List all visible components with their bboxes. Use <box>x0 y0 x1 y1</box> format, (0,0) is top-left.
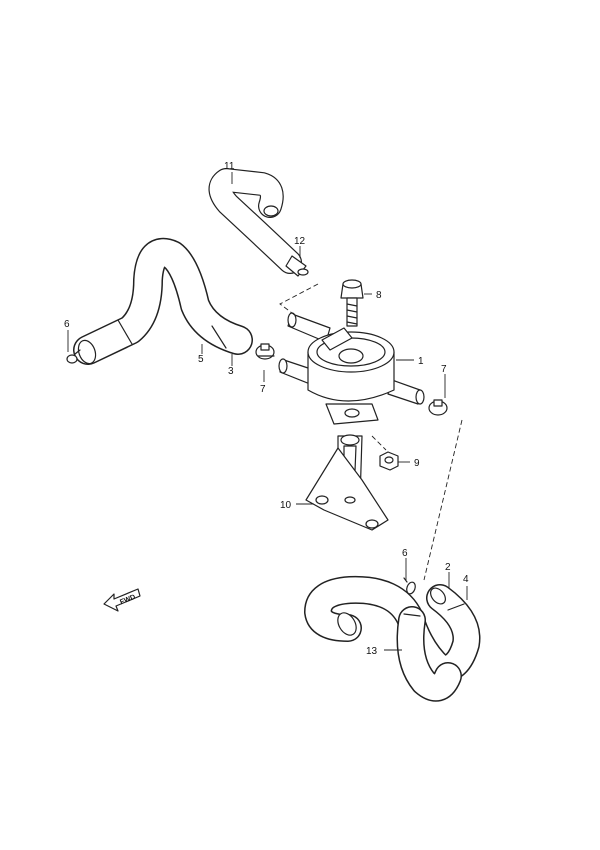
callout-9: 9 <box>414 458 420 469</box>
callout-12: 12 <box>294 236 306 247</box>
callout-3: 3 <box>228 366 234 377</box>
connector-12 <box>285 255 309 277</box>
clamp-6-lower <box>403 577 416 595</box>
callout-7-right: 7 <box>441 364 447 375</box>
hose-11 <box>208 168 302 274</box>
callout-8: 8 <box>376 290 382 301</box>
nut-9 <box>379 451 399 471</box>
callout-7-left: 7 <box>260 384 266 395</box>
callout-10: 10 <box>280 500 292 511</box>
callout-2: 2 <box>445 562 451 573</box>
clamp-7-left <box>255 343 275 360</box>
bracket-10 <box>305 434 389 531</box>
callout-5: 5 <box>198 354 204 365</box>
hose-13 <box>304 575 481 702</box>
callout-6-lower: 6 <box>402 548 408 559</box>
hose-5 <box>73 237 253 365</box>
callout-1: 1 <box>418 356 424 367</box>
callout-labels: 11 12 8 1 7 6 5 3 7 9 10 6 2 4 13 <box>64 161 469 657</box>
assembly-lines <box>279 283 463 581</box>
clamp-6-left <box>66 349 81 364</box>
leader-lines <box>67 172 468 651</box>
callout-6-left: 6 <box>64 319 70 330</box>
bolt-8 <box>340 279 364 327</box>
forward-arrow-icon: FWD <box>103 588 141 612</box>
callout-11: 11 <box>224 161 235 172</box>
callout-4: 4 <box>463 574 469 585</box>
clamp-7-right <box>428 399 448 416</box>
fuel-filter-1 <box>278 312 425 425</box>
callout-13: 13 <box>366 646 378 657</box>
